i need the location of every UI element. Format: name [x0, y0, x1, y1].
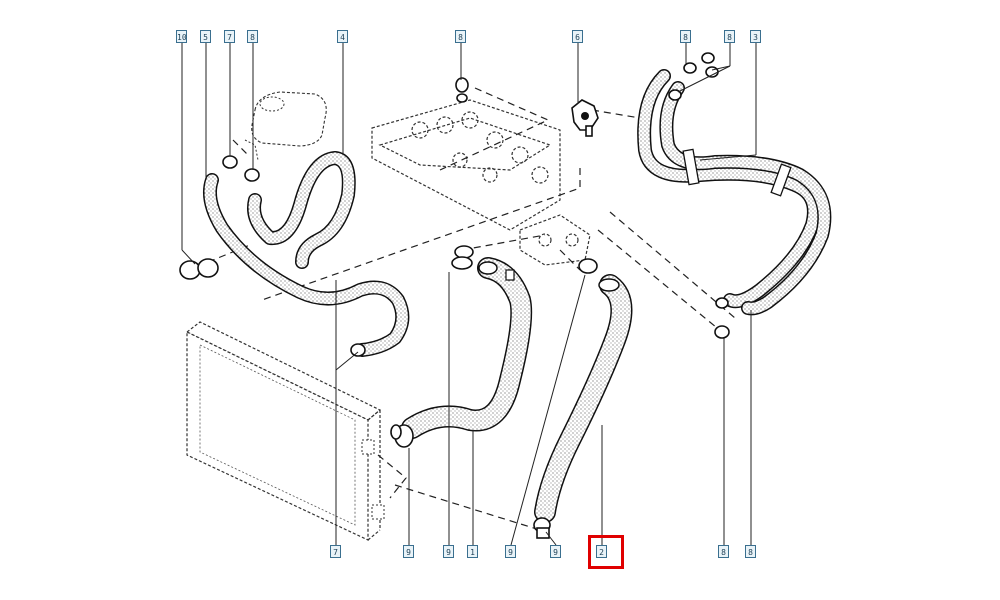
leader-lines: [181, 40, 757, 546]
callout-6-top[interactable]: 6: [572, 30, 583, 43]
radiator: [185, 321, 385, 541]
callout-9-bottom-a[interactable]: 9: [403, 545, 414, 558]
callout-9-bottom-c[interactable]: 9: [505, 545, 516, 558]
callout-8-top-c[interactable]: 8: [680, 30, 691, 43]
expansion-tank: [244, 91, 327, 161]
hose-5: [203, 173, 410, 357]
thermostat-housing: [571, 99, 599, 137]
callout-7-top[interactable]: 7: [224, 30, 235, 43]
callout-10-top[interactable]: 10: [176, 30, 187, 43]
clamps: [179, 52, 730, 539]
callout-4-top[interactable]: 4: [337, 30, 348, 43]
hose-3: [637, 69, 832, 316]
hose-2: [534, 274, 633, 523]
callout-8-top-b[interactable]: 8: [455, 30, 466, 43]
hose-1: [401, 257, 533, 439]
callout-8-bottom-a[interactable]: 8: [718, 545, 729, 558]
callout-9-bottom-d[interactable]: 9: [550, 545, 561, 558]
callout-2-bottom[interactable]: 2: [596, 545, 607, 558]
callout-5-top[interactable]: 5: [200, 30, 211, 43]
callout-8-bottom-b[interactable]: 8: [745, 545, 756, 558]
callout-8-top-d[interactable]: 8: [724, 30, 735, 43]
callout-8-top-a[interactable]: 8: [247, 30, 258, 43]
callout-1-bottom[interactable]: 1: [467, 545, 478, 558]
callout-7-bottom[interactable]: 7: [330, 545, 341, 558]
hose-4: [247, 151, 356, 269]
engine-block: [371, 99, 591, 266]
callout-3-top[interactable]: 3: [750, 30, 761, 43]
callout-9-bottom-b[interactable]: 9: [443, 545, 454, 558]
part-2-highlight-box: [588, 535, 624, 569]
